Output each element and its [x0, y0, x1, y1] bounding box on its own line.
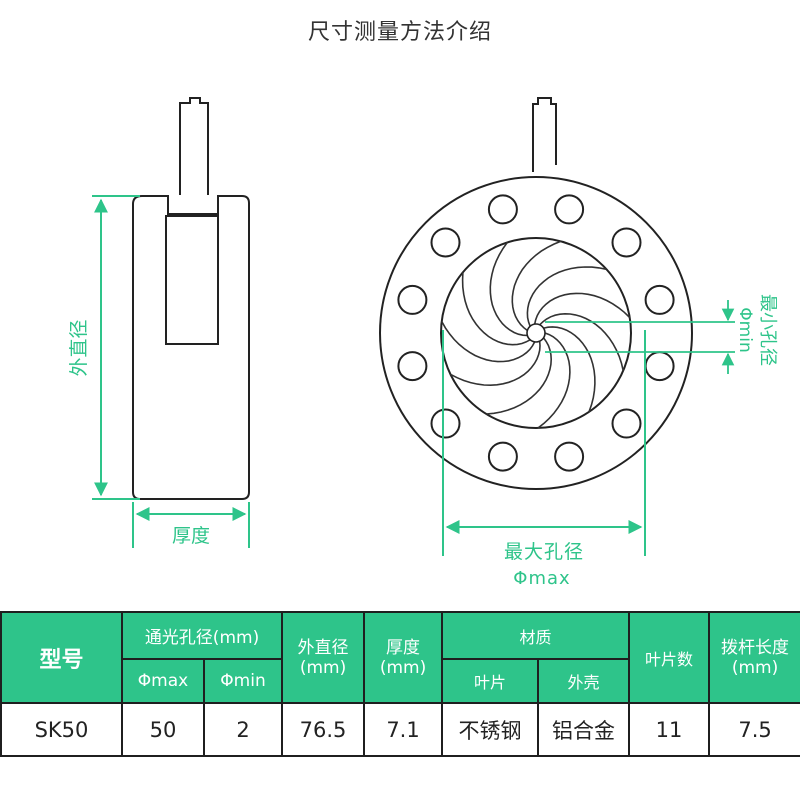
iris-blade — [526, 266, 607, 327]
min-aperture-circle — [526, 323, 546, 343]
iris-blade — [441, 321, 536, 363]
mounting-hole — [487, 194, 518, 225]
mounting-hole — [430, 227, 461, 258]
front-lever — [532, 97, 557, 172]
mounting-hole — [487, 441, 518, 472]
iris-blade — [461, 272, 531, 346]
table-row: SK50 50 2 76.5 7.1 不锈钢 铝合金 11 7.5 — [0, 702, 800, 757]
iris-blade — [537, 332, 571, 429]
mounting-hole — [397, 351, 428, 382]
header-phi-min: Φmin — [202, 658, 284, 704]
cell-shell-material: 铝合金 — [537, 702, 631, 757]
mounting-hole — [644, 284, 675, 315]
header-outer-diameter: 外直径(mm) — [281, 611, 366, 704]
spec-table: 型号 通光孔径(mm) 外直径(mm) 厚度(mm) 材质 叶片数 拨杆长度(m… — [0, 611, 800, 757]
front-view — [379, 97, 693, 490]
cell-model: SK50 — [0, 702, 123, 757]
page-title: 尺寸测量方法介绍 — [307, 20, 492, 45]
iris-blade — [489, 241, 528, 337]
header-model: 型号 — [0, 611, 123, 704]
header-shell-material: 外壳 — [537, 658, 631, 704]
mounting-hole — [397, 284, 428, 315]
outer-diameter-dimension — [92, 195, 140, 500]
cell-blade-material: 不锈钢 — [441, 702, 540, 757]
max-aperture-dimension — [442, 330, 646, 556]
spec-table-wrapper: 型号 通光孔径(mm) 外直径(mm) 厚度(mm) 材质 叶片数 拨杆长度(m… — [0, 611, 800, 759]
iris-blade — [450, 341, 541, 387]
max-aperture-label: 最大孔径 — [504, 541, 584, 563]
mounting-hole — [430, 408, 461, 439]
min-aperture-symbol: Φmin — [735, 307, 755, 352]
mounting-hole — [611, 227, 642, 258]
mounting-hole — [554, 441, 585, 472]
outer-diameter-label: 外直径 — [68, 319, 90, 376]
min-aperture-dimension — [545, 300, 735, 374]
thickness-dimension — [132, 502, 250, 548]
header-phi-max: Φmax — [121, 658, 205, 704]
min-aperture-label: 最小孔径 — [757, 294, 778, 366]
header-lever-length: 拨杆长度(mm) — [708, 611, 800, 704]
iris-blade — [543, 326, 596, 413]
cell-thickness: 7.1 — [363, 702, 444, 757]
cell-outer-diameter: 76.5 — [281, 702, 366, 757]
mounting-hole — [644, 351, 675, 382]
iris-blade — [533, 292, 631, 325]
header-aperture: 通光孔径(mm) — [120, 611, 284, 660]
mounting-hole — [611, 408, 642, 439]
cell-phi-min: 2 — [202, 702, 284, 757]
header-thickness: 厚度(mm) — [363, 611, 444, 704]
header-blade-count: 叶片数 — [628, 611, 711, 704]
mounting-holes — [397, 194, 675, 472]
header-blade-material: 叶片 — [441, 658, 540, 704]
side-slot — [165, 215, 219, 345]
cell-phi-max: 50 — [121, 702, 205, 757]
iris-blade — [539, 312, 624, 371]
thickness-label: 厚度 — [172, 525, 210, 547]
mounting-hole — [554, 194, 585, 225]
cell-blade-count: 11 — [628, 702, 711, 757]
side-body — [132, 195, 250, 500]
measurement-diagram: 外直径 厚度 最小孔径 Φmin 最大孔径 Φmax — [68, 97, 778, 589]
cell-lever-length: 7.5 — [708, 702, 800, 757]
iris-blade — [511, 240, 562, 332]
header-material: 材质 — [441, 611, 631, 660]
max-aperture-symbol: Φmax — [513, 568, 570, 589]
side-lever — [179, 97, 209, 195]
side-view — [132, 97, 250, 500]
